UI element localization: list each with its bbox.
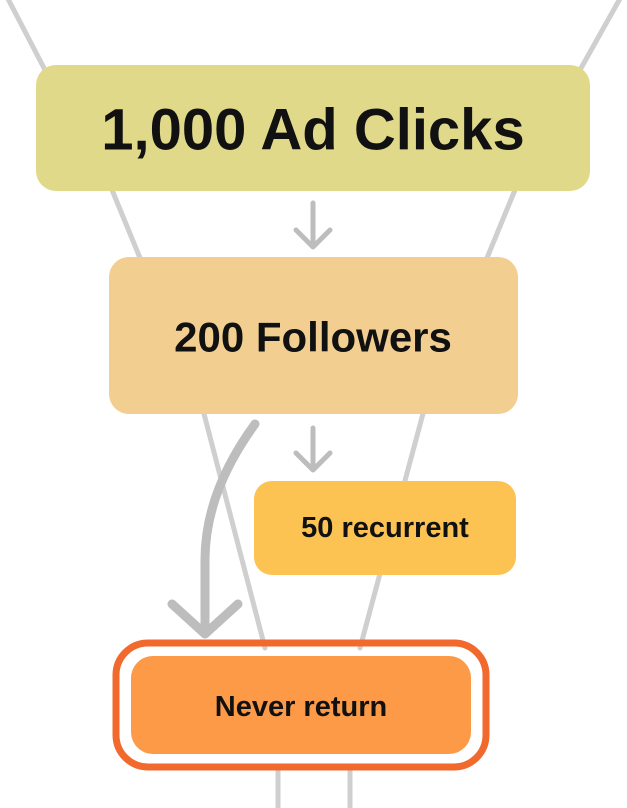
stage-ad-clicks-box [36,65,590,191]
stage-never-return: Never return [112,639,490,771]
stage-followers-label: 200 Followers [174,314,452,361]
stage-never-return-outline [112,639,490,771]
funnel-line-right [347,0,623,808]
stage-recurrent-box [254,481,516,575]
stage-never-return-label: Never return [215,691,387,723]
stage-recurrent: 50 recurrent [254,481,516,575]
curved-arrow-icon [167,419,260,639]
stage-ad-clicks-label: 1,000 Ad Clicks [101,98,524,163]
stage-followers-box [109,257,518,414]
arrow-down-icon [293,200,333,250]
stage-recurrent-label: 50 recurrent [301,512,469,544]
stage-ad-clicks: 1,000 Ad Clicks [36,65,590,191]
stage-followers: 200 Followers [109,257,518,414]
stage-never-return-box [131,656,471,754]
arrow-down-icon [293,425,333,473]
funnel-lines [5,0,623,808]
funnel-line-left [5,0,281,808]
